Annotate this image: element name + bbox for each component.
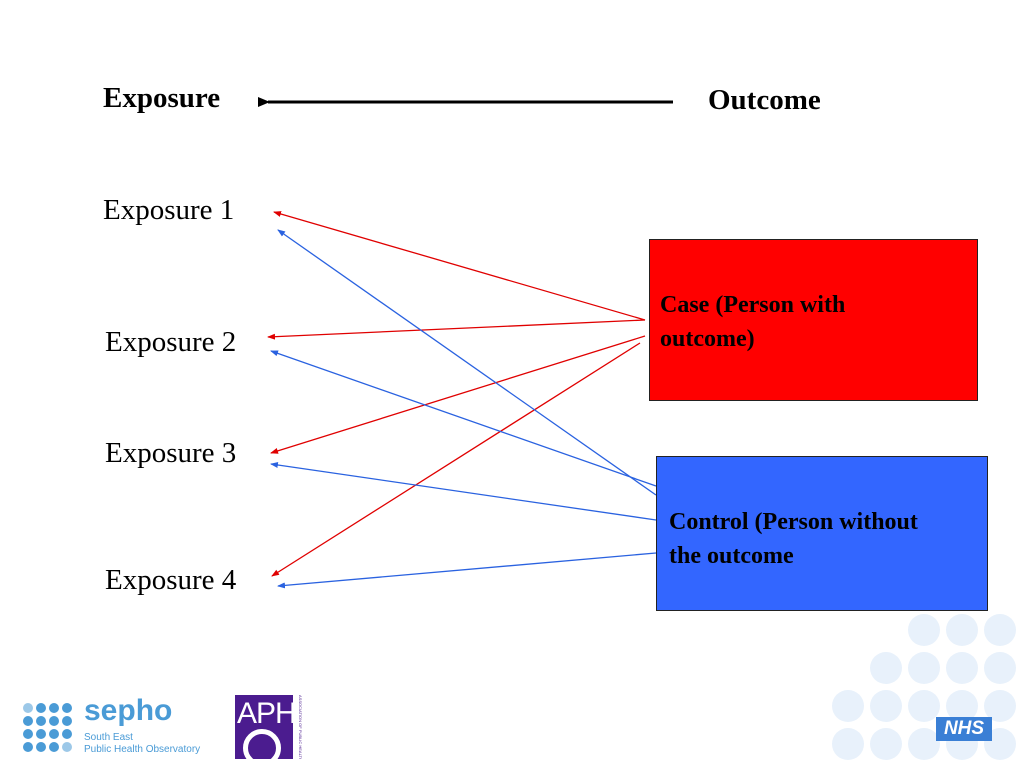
case-box: Case (Person with outcome) (649, 239, 978, 401)
control-arrow-exposure-3 (270, 462, 657, 521)
sepho-dot (36, 729, 46, 739)
sepho-dot (49, 742, 59, 752)
sepho-dot (23, 742, 33, 752)
control-arrow-exposure-2 (270, 350, 657, 487)
decorative-dot (908, 690, 940, 722)
decorative-dot (908, 652, 940, 684)
decorative-dot (908, 728, 940, 760)
sepho-subtitle-line-2: Public Health Observatory (84, 744, 201, 755)
sepho-dot (49, 729, 59, 739)
case-arrow-exposure-4 (271, 342, 641, 577)
sepho-dot (23, 729, 33, 739)
apho-logo-block: APHO (235, 695, 293, 759)
apho-ring-icon (243, 729, 281, 759)
decorative-dot (946, 614, 978, 646)
sepho-dot (23, 716, 33, 726)
decorative-dot (984, 614, 1016, 646)
sepho-dot (62, 742, 72, 752)
sepho-subtitle: South East Public Health Observatory (84, 732, 200, 756)
exposure-label-2: Exposure 2 (105, 326, 237, 358)
decorative-dot (832, 690, 864, 722)
sepho-dot (36, 742, 46, 752)
decorative-dot (832, 728, 864, 760)
sepho-dot (49, 716, 59, 726)
sepho-dot (62, 716, 72, 726)
outcome-header: Outcome (708, 84, 821, 116)
sepho-dot (36, 703, 46, 713)
case-box-text: Case (Person with outcome) (660, 288, 845, 356)
decorative-dot (984, 728, 1016, 760)
sepho-dot (62, 703, 72, 713)
sepho-dot (49, 703, 59, 713)
case-box-line-2: outcome) (660, 326, 755, 352)
case-arrow-exposure-1 (273, 211, 646, 321)
sepho-logo: sepho South East Public Health Observato… (22, 694, 222, 760)
sepho-dot (23, 703, 33, 713)
control-arrow-exposure-4 (277, 552, 657, 589)
case-arrow-exposure-2 (267, 319, 646, 340)
control-box-line-2: the outcome (669, 543, 794, 569)
control-box-text: Control (Person without the outcome (669, 505, 918, 573)
decorative-dot (946, 690, 978, 722)
control-box-line-1: Control (Person without (669, 509, 918, 535)
sepho-dot (36, 716, 46, 726)
apho-side-text: ASSOCIATION OF PUBLIC HEALTH OBSERVATORI… (298, 695, 303, 759)
decorative-dot (870, 690, 902, 722)
decorative-dot (946, 652, 978, 684)
exposure-label-3: Exposure 3 (105, 437, 237, 469)
case-box-line-1: Case (Person with (660, 292, 846, 318)
exposure-label-1: Exposure 1 (103, 194, 235, 226)
apho-logo: APHO ASSOCIATION OF PUBLIC HEALTH OBSERV… (235, 695, 305, 759)
exposure-header: Exposure (103, 82, 221, 114)
decorative-dot (908, 614, 940, 646)
control-box: Control (Person without the outcome (656, 456, 988, 611)
control-arrow-exposure-1 (277, 229, 657, 496)
apho-letters: APHO (237, 697, 293, 729)
decorative-dot (870, 728, 902, 760)
case-arrow-exposure-3 (270, 335, 646, 454)
sepho-dot (62, 729, 72, 739)
sepho-subtitle-line-1: South East (84, 732, 133, 743)
sepho-wordmark: sepho (84, 694, 173, 727)
nhs-logo: NHS (936, 717, 992, 741)
decorative-dot (870, 652, 902, 684)
decorative-dot (984, 652, 1016, 684)
decorative-dot (984, 690, 1016, 722)
sepho-dots-icon (23, 703, 72, 752)
exposure-label-4: Exposure 4 (105, 564, 237, 596)
